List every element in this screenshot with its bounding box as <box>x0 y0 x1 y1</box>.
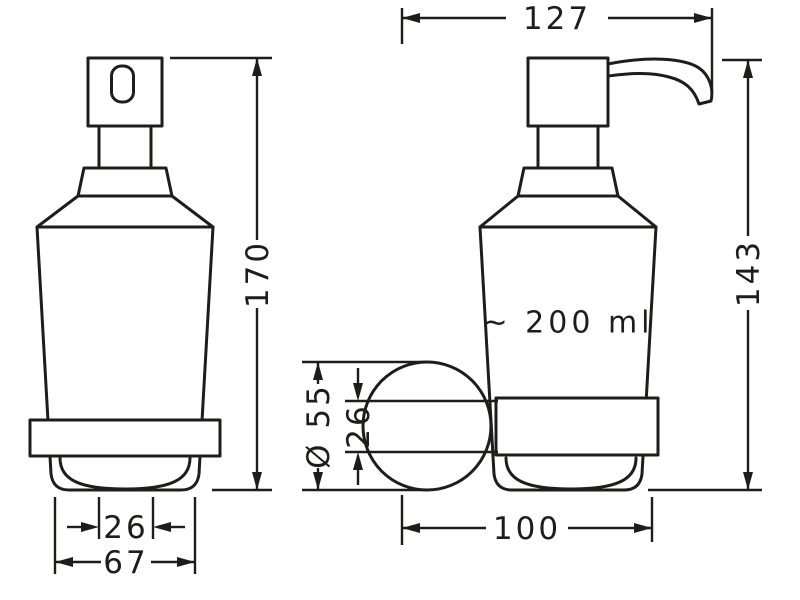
arrowhead <box>313 472 323 490</box>
side-view: ~ 200 ml <box>361 56 714 492</box>
arrowhead <box>402 523 420 533</box>
holder-band-front <box>28 418 222 458</box>
arrowhead <box>694 13 712 23</box>
arrowhead <box>634 523 652 533</box>
dimension-label-diameter-55: Ø 55 <box>301 383 337 469</box>
bottle-shoulder-right <box>170 194 215 229</box>
dimension-front-inner-width: 26 <box>67 497 185 546</box>
pump-stem-side <box>536 124 600 170</box>
dimension-label-170: 170 <box>240 240 276 308</box>
dimension-label-26-side: 26 <box>341 403 377 448</box>
arrowhead <box>252 58 262 76</box>
dimension-front-width: 67 <box>53 497 197 581</box>
dimension-side-height: 143 <box>648 58 767 492</box>
pump-spout <box>606 57 714 106</box>
capacity-label: ~ 200 ml <box>482 306 653 341</box>
arrowhead <box>402 13 420 23</box>
collar-side <box>516 166 620 198</box>
arrowhead <box>313 362 323 380</box>
dimension-plate-diameter: Ø 55 <box>301 360 428 492</box>
dimension-label-26-front: 26 <box>103 510 148 546</box>
arrowhead <box>55 557 73 567</box>
wall-plate <box>361 360 493 492</box>
arrowhead <box>252 472 262 490</box>
dimension-label-100: 100 <box>493 511 561 547</box>
pump-stem-front <box>97 124 153 170</box>
arrowhead <box>353 383 363 401</box>
dimension-side-depth: 127 <box>400 1 714 92</box>
arrowhead <box>353 452 363 470</box>
holder-band-side <box>494 396 660 457</box>
pump-head-front <box>86 56 164 128</box>
dimension-front-height: 170 <box>170 56 276 492</box>
arrowhead <box>743 60 753 78</box>
bottle-shoulder-right-side <box>616 194 658 229</box>
pump-plunger-slot <box>110 64 135 104</box>
bottle-inner-lip-front <box>58 456 192 491</box>
collar-front <box>76 166 174 198</box>
arrowhead <box>153 522 171 532</box>
dimension-bracket-height: 26 <box>341 368 498 485</box>
dimension-wall-to-front: 100 <box>400 495 654 547</box>
arrowhead <box>81 522 99 532</box>
bottle-shoulder-left <box>35 194 80 229</box>
bottle-shoulder-left-side <box>478 194 520 229</box>
dimension-label-67: 67 <box>103 545 148 581</box>
dimension-label-143: 143 <box>731 239 767 307</box>
arrowhead <box>177 557 195 567</box>
arrowhead <box>743 472 753 490</box>
dimension-label-127: 127 <box>523 1 591 37</box>
front-view <box>28 56 222 492</box>
bottle-inner-lip-side <box>504 456 638 491</box>
pump-head-side <box>526 56 610 128</box>
